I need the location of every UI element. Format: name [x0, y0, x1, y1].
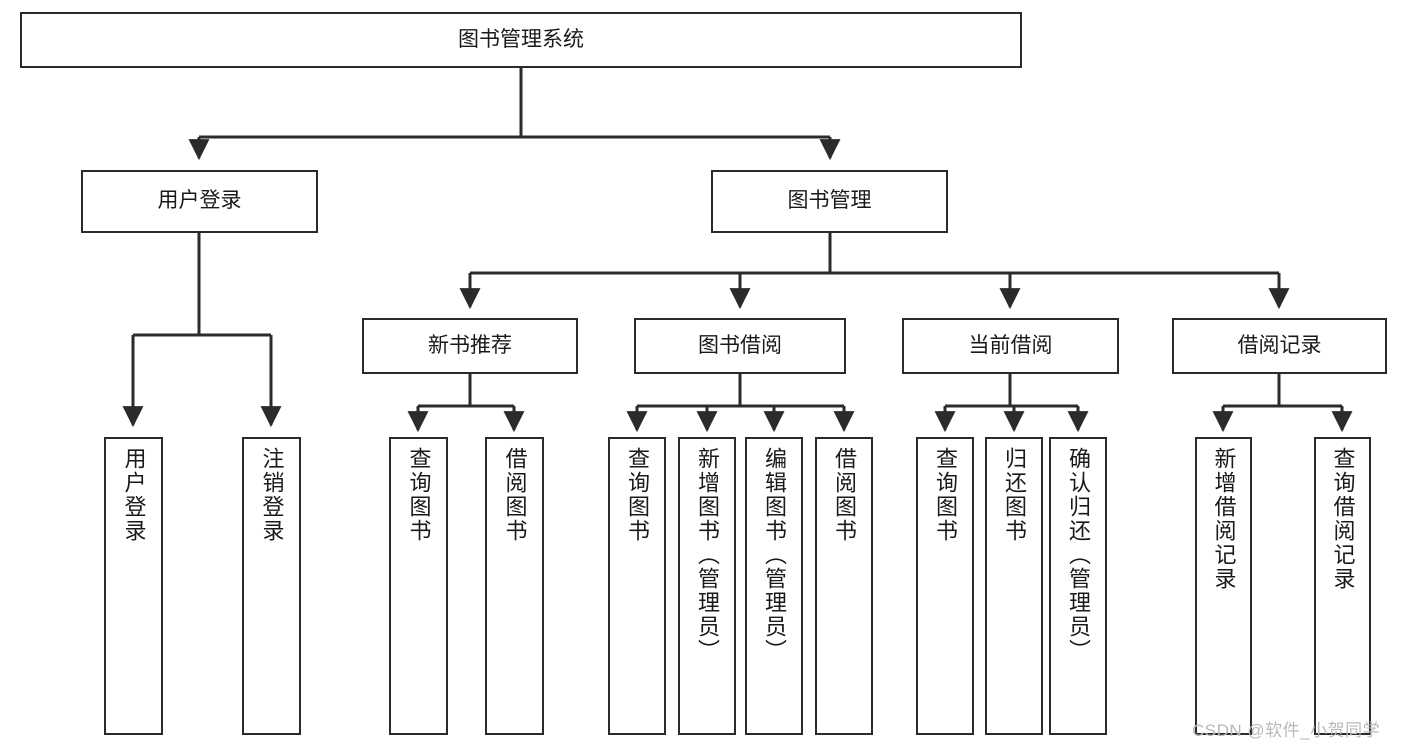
node-leaf-query-book-3[interactable]: 查询图书 — [916, 437, 974, 735]
node-leaf-user-login[interactable]: 用户登录 — [104, 437, 163, 735]
node-leaf-add-book-admin[interactable]: 新增图书（管理员） — [678, 437, 736, 735]
node-leaf-query-book-2[interactable]: 查询图书 — [608, 437, 666, 735]
node-borrow-record[interactable]: 借阅记录 — [1172, 318, 1387, 374]
node-leaf-confirm-return-admin-label: 确认归还（管理员） — [1066, 447, 1091, 663]
node-leaf-query-book-3-label: 查询图书 — [933, 447, 958, 543]
node-leaf-borrow-book-1-label: 借阅图书 — [502, 447, 528, 543]
node-leaf-borrow-book-1[interactable]: 借阅图书 — [485, 437, 544, 735]
node-leaf-query-borrow-record[interactable]: 查询借阅记录 — [1314, 437, 1371, 735]
node-leaf-query-book-1[interactable]: 查询图书 — [389, 437, 448, 735]
node-user-login[interactable]: 用户登录 — [81, 170, 318, 233]
node-book-management[interactable]: 图书管理 — [711, 170, 948, 233]
node-leaf-add-borrow-record-label: 新增借阅记录 — [1211, 447, 1237, 591]
node-current-borrow[interactable]: 当前借阅 — [902, 318, 1119, 374]
node-leaf-add-book-admin-label: 新增图书（管理员） — [695, 447, 720, 663]
node-leaf-borrow-book-2[interactable]: 借阅图书 — [815, 437, 873, 735]
node-book-borrow-label: 图书借阅 — [698, 333, 782, 357]
node-user-login-label: 用户登录 — [157, 189, 242, 213]
node-leaf-logout-login[interactable]: 注销登录 — [242, 437, 301, 735]
node-borrow-record-label: 借阅记录 — [1237, 333, 1322, 357]
node-leaf-query-book-2-label: 查询图书 — [625, 447, 650, 543]
node-new-book-recommend[interactable]: 新书推荐 — [362, 318, 578, 374]
node-leaf-return-book[interactable]: 归还图书 — [985, 437, 1043, 735]
node-leaf-query-borrow-record-label: 查询借阅记录 — [1330, 447, 1356, 591]
csdn-watermark: CSDN @软件_小贺同学 — [1192, 721, 1381, 740]
node-leaf-query-book-1-label: 查询图书 — [406, 447, 432, 543]
node-root-library-system[interactable]: 图书管理系统 — [20, 12, 1022, 68]
node-leaf-user-login-label: 用户登录 — [121, 447, 147, 543]
node-new-book-recommend-label: 新书推荐 — [428, 333, 512, 357]
node-leaf-borrow-book-2-label: 借阅图书 — [832, 447, 857, 543]
node-root-label: 图书管理系统 — [458, 27, 584, 51]
node-book-borrow[interactable]: 图书借阅 — [634, 318, 846, 374]
node-current-borrow-label: 当前借阅 — [968, 333, 1053, 357]
node-leaf-edit-book-admin[interactable]: 编辑图书（管理员） — [745, 437, 803, 735]
node-leaf-edit-book-admin-label: 编辑图书（管理员） — [762, 447, 787, 663]
node-leaf-return-book-label: 归还图书 — [1002, 447, 1027, 543]
node-leaf-confirm-return-admin[interactable]: 确认归还（管理员） — [1049, 437, 1107, 735]
node-leaf-add-borrow-record[interactable]: 新增借阅记录 — [1195, 437, 1252, 735]
node-leaf-logout-login-label: 注销登录 — [259, 447, 285, 543]
node-book-management-label: 图书管理 — [787, 189, 872, 213]
